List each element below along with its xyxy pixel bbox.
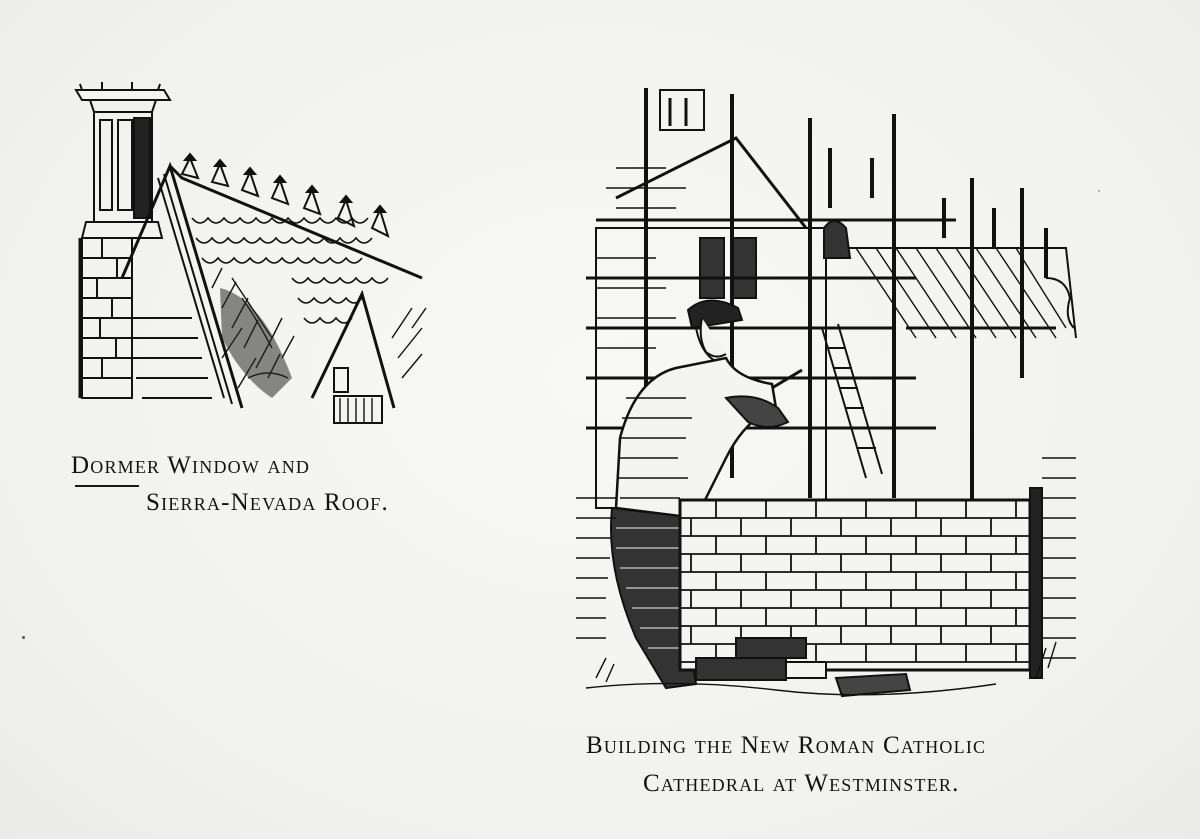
bricklayer-engraving (576, 88, 1077, 698)
dormer-caption-line-2: Sierra-Nevada Roof. (146, 489, 389, 516)
cathedral-caption-line-2: Cathedral at Westminster. (643, 770, 960, 797)
caption-rule (75, 485, 139, 487)
cathedral-caption-line-1: Building the New Roman Catholic (586, 732, 987, 759)
cathedral-construction-illustration (576, 78, 1088, 710)
brick-joints (690, 500, 1017, 662)
dormer-roof-engraving (74, 82, 427, 424)
scan-speck (1098, 190, 1100, 192)
dormer-caption-line-1: Dormer Window and (71, 452, 311, 479)
scan-speck (22, 636, 25, 639)
dormer-roof-illustration (72, 78, 432, 428)
